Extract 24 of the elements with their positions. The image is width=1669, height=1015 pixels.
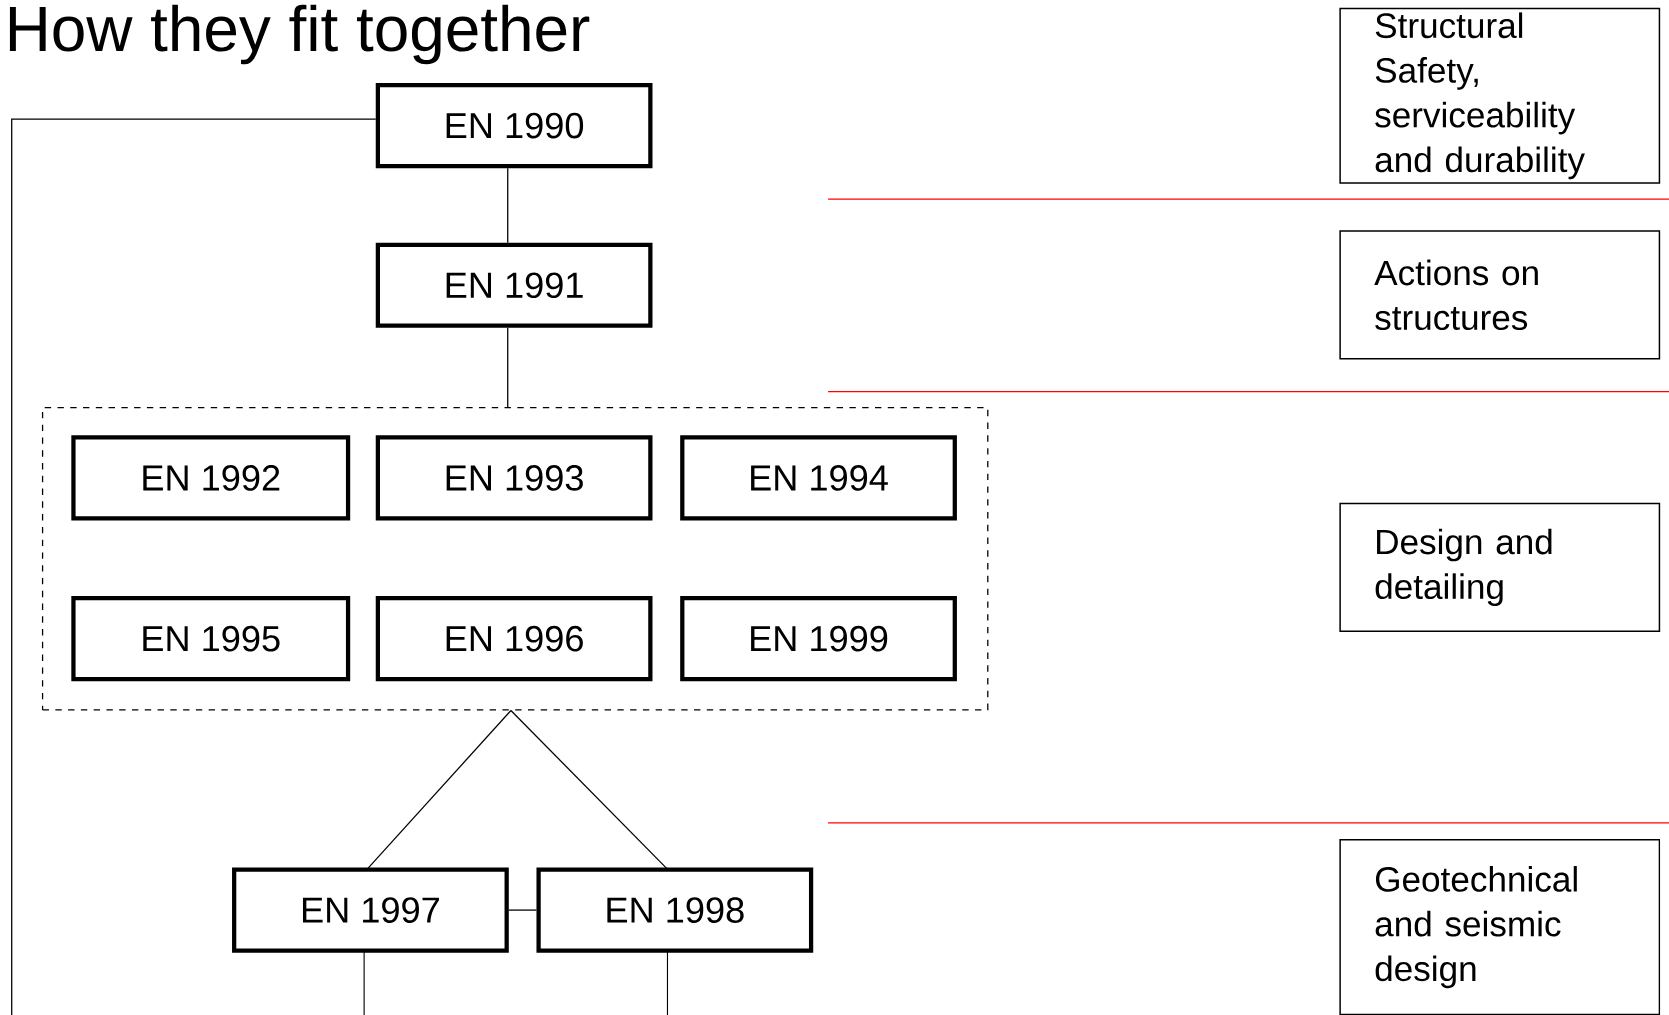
standard-box: EN 1997 [232,867,509,953]
connector-line [366,709,512,870]
connector-line [507,327,509,408]
category-box: Actions on structures [1339,230,1661,360]
category-box: Structural Safety, serviceability and durability [1339,7,1661,184]
standard-box: EN 1993 [375,435,653,521]
standard-box: EN 1999 [680,595,957,681]
standard-box: EN 1998 [536,867,814,953]
standard-box: EN 1995 [71,595,351,681]
connector-line [508,909,538,911]
standard-box: EN 1992 [71,435,351,521]
standard-box: EN 1991 [375,242,653,328]
category-box: Design and detailing [1339,502,1661,632]
connector-line [11,118,377,1015]
connector-line [363,950,365,1015]
connector-line [666,950,669,1015]
connector-line [507,167,509,244]
standard-box: EN 1990 [375,82,653,168]
standard-box: EN 1996 [375,595,653,681]
standard-box: EN 1994 [680,435,957,521]
category-box: Geotechnical and seismic design [1339,838,1661,1015]
group-frame [41,406,989,711]
connector-line [510,709,669,870]
title: How they fit together [9,4,590,64]
